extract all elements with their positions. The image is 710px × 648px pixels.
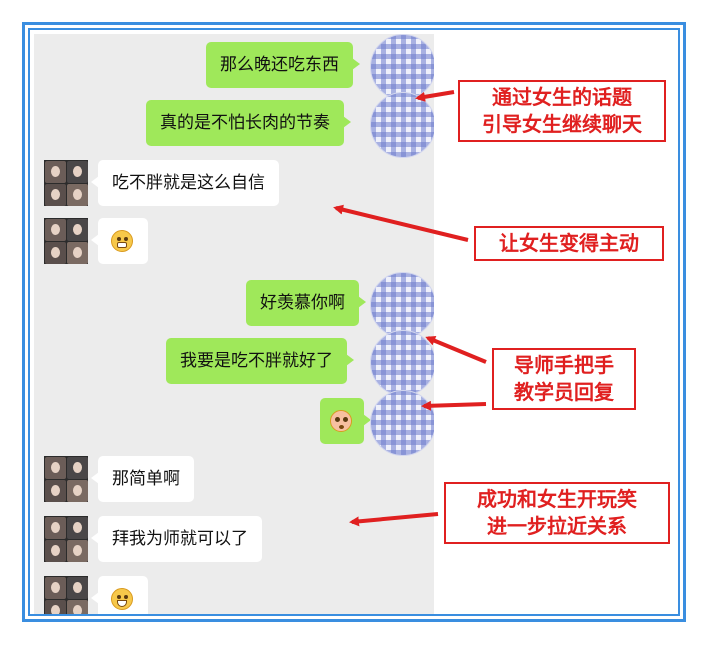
arrow-2	[333, 204, 469, 242]
annotation-line: 成功和女生开玩笑	[477, 487, 637, 511]
grin-emoji-icon	[111, 588, 133, 610]
arrow-1	[415, 90, 455, 102]
annotation-box: 导师手把手 教学员回复	[492, 348, 636, 410]
chat-bubble-outgoing[interactable]: 真的是不怕长肉的节奏	[146, 100, 351, 146]
annotation-line: 通过女生的话题	[492, 85, 632, 109]
grimace-emoji-icon	[111, 230, 133, 252]
arrow-5	[349, 512, 439, 527]
annotation-line: 让女生变得主动	[499, 231, 639, 255]
chat-bubble-incoming[interactable]: 吃不胖就是这么自信	[91, 160, 279, 206]
chat-panel[interactable]: 那么晚还吃东西 真的是不怕长肉的节奏 吃不胖就是这么自信 好羡慕你啊 我要是吃不…	[34, 34, 434, 614]
contact-avatar[interactable]	[44, 160, 88, 206]
contact-avatar[interactable]	[44, 576, 88, 614]
annotation-box: 通过女生的话题 引导女生继续聊天	[458, 80, 666, 142]
chat-bubble-outgoing[interactable]: 那么晚还吃东西	[206, 42, 360, 88]
contact-avatar[interactable]	[44, 456, 88, 502]
contact-avatar[interactable]	[44, 218, 88, 264]
annotation-box: 让女生变得主动	[474, 226, 664, 261]
arrow-3	[425, 336, 487, 364]
arrow-4	[421, 400, 487, 411]
chat-bubble-incoming[interactable]	[91, 576, 148, 614]
user-avatar-plaid[interactable]	[370, 34, 434, 100]
chat-bubble-outgoing[interactable]	[320, 398, 371, 444]
annotation-line: 引导女生继续聊天	[482, 112, 642, 136]
chat-bubble-outgoing[interactable]: 我要是吃不胖就好了	[166, 338, 354, 384]
annotation-line: 导师手把手	[514, 353, 614, 377]
user-avatar-plaid[interactable]	[370, 272, 434, 338]
flushed-emoji-icon	[330, 410, 352, 432]
user-avatar-plaid[interactable]	[370, 92, 434, 158]
annotation-box: 成功和女生开玩笑 进一步拉近关系	[444, 482, 670, 544]
chat-bubble-incoming[interactable]: 那简单啊	[91, 456, 194, 502]
annotation-line: 进一步拉近关系	[487, 514, 627, 538]
chat-bubble-incoming[interactable]: 拜我为师就可以了	[91, 516, 262, 562]
contact-avatar[interactable]	[44, 516, 88, 562]
chat-bubble-outgoing[interactable]: 好羡慕你啊	[246, 280, 366, 326]
chat-bubble-incoming[interactable]	[91, 218, 148, 264]
annotation-line: 教学员回复	[514, 380, 614, 404]
